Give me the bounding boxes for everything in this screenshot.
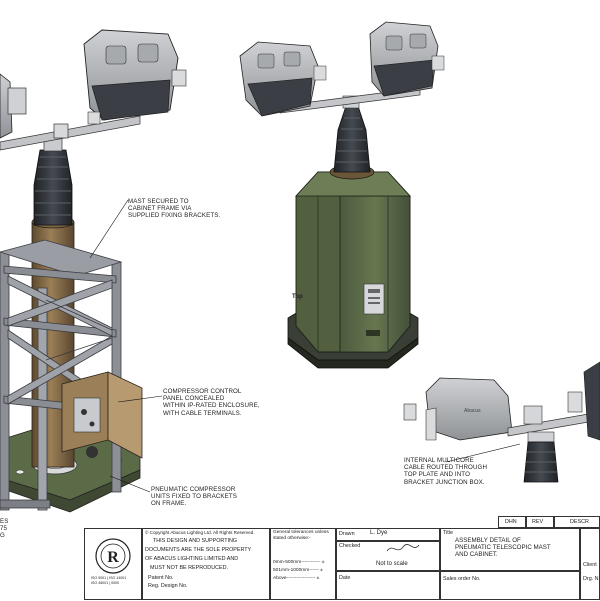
tolerance-title: General tolerances unless: [273, 530, 329, 535]
left-lamp-head: [83, 29, 187, 125]
iso-line: ISO 45001 | 0000: [91, 581, 120, 585]
note-mast-secured: MAST SECURED TO CABINET FRAME VIA SUPPLI…: [128, 198, 220, 220]
tolerance-row: 501mm-1000mm------ ±: [273, 568, 323, 573]
client-label: Client: [583, 562, 597, 568]
note-line: WITHIN IP-RATED ENCLOSURE,: [163, 402, 260, 410]
tolerance-row: 0mm-500mm------------ ±: [273, 560, 325, 565]
tolerance-title: stated otherwise:-: [273, 536, 311, 541]
note-line: G: [0, 532, 5, 540]
note-line: UNITS FIXED TO BRACKETS: [151, 493, 237, 501]
title-line: ASSEMBLY DETAIL OF: [455, 537, 521, 544]
cabinet-lamp-head-left: [239, 41, 327, 117]
drg-no-label: Drg. N: [583, 576, 599, 582]
note-compressor-panel: COMPRESSOR CONTROL PANEL CONCEALED WITHI…: [163, 388, 260, 417]
title-label: Title: [443, 530, 453, 536]
note-line: ON FRAME.: [151, 500, 187, 508]
center-cabinet-assembly: [239, 21, 445, 369]
note-line: TOP PLATE AND INTO: [404, 471, 470, 479]
property-line: MUST NOT BE REPRODUCED.: [150, 565, 228, 571]
reg-design-no: Reg. Design No.: [148, 583, 188, 589]
date-label: Date: [339, 575, 351, 581]
cabinet-lamp-head-right: [369, 21, 445, 97]
note-internal-cable: INTERNAL MULTICORE CABLE ROUTED THROUGH …: [404, 457, 487, 486]
logo-letter: R: [107, 549, 119, 566]
cabinet-body: [295, 171, 411, 353]
sales-order-label: Sales order No.: [443, 576, 481, 582]
compressor-enclosure: [61, 371, 143, 459]
note-line: PNEUMATIC COMPRESSOR: [151, 486, 236, 493]
certification-logo: R ISO 9001 | ISO 14001 ISO 45001 | 0000: [91, 532, 133, 596]
rev-col-rev: REV: [532, 519, 544, 525]
left-cross-arm: [0, 115, 141, 151]
rev-col-dhn: DHN: [505, 519, 517, 525]
note-line: COMPRESSOR CONTROL: [163, 388, 242, 395]
left-mast-bellows: [33, 134, 73, 226]
left-mast-assembly: [0, 29, 187, 513]
detail-partial-lamp: [583, 361, 600, 441]
detail-arm: [507, 391, 600, 437]
note-line: 75: [0, 525, 8, 533]
drawn-value: L. Dye: [370, 530, 388, 536]
svg-text:Abacus: Abacus: [464, 408, 481, 414]
top-label: Top: [292, 294, 303, 300]
copyright-text: © Copyright Abacus Lighting Ltd. All Rig…: [145, 530, 255, 535]
registered-mark-icon: R: [95, 538, 131, 574]
note-line: PANEL CONCEALED: [163, 395, 225, 403]
note-line: MAST SECURED TO: [128, 198, 189, 205]
leader-lines: [89, 199, 521, 493]
title-line: AND CABINET.: [455, 551, 498, 558]
right-junction-detail: Abacus: [403, 361, 600, 483]
property-line: DOCUMENTS ARE THE SOLE PROPERTY: [145, 547, 252, 553]
detail-lamp-head: Abacus: [403, 377, 513, 441]
note-line: INTERNAL MULTICORE: [404, 457, 474, 464]
note-line: BRACKET JUNCTION BOX.: [404, 478, 485, 486]
note-left-cut: ES 75 G: [0, 518, 8, 540]
title-line: PNEUMATIC TELESCOPIC MAST: [455, 544, 551, 551]
property-line: OF ABACUS LIGHTING LIMITED AND: [145, 556, 239, 562]
drawn-label: Drawn: [339, 531, 355, 537]
note-line: WITH CABLE TERMINALS.: [163, 409, 242, 417]
property-line: THIS DESIGN AND SUPPORTING: [153, 538, 238, 544]
note-line: ES: [0, 518, 9, 525]
iso-line: ISO 9001 | ISO 14001: [91, 576, 127, 580]
detail-bellows-top: [523, 431, 559, 483]
checked-signature: [386, 544, 420, 552]
note-pneumatic-units: PNEUMATIC COMPRESSOR UNITS FIXED TO BRAC…: [151, 486, 237, 508]
cabinet-mast-bellows: [329, 95, 375, 180]
note-line: SUPPLIED FIXING BRACKETS.: [128, 212, 221, 220]
checked-label: Checked: [339, 543, 361, 549]
rev-col-descr: DESCR: [570, 519, 589, 525]
note-line: CABLE ROUTED THROUGH: [404, 464, 488, 472]
patent-no: Patent No.: [148, 575, 174, 581]
left-edge-lamp-head: [0, 73, 27, 139]
note-line: CABINET FRAME VIA: [128, 205, 192, 213]
tolerance-row: Above------------------ ±: [273, 576, 320, 581]
scale-value: Not to scale: [376, 561, 408, 567]
